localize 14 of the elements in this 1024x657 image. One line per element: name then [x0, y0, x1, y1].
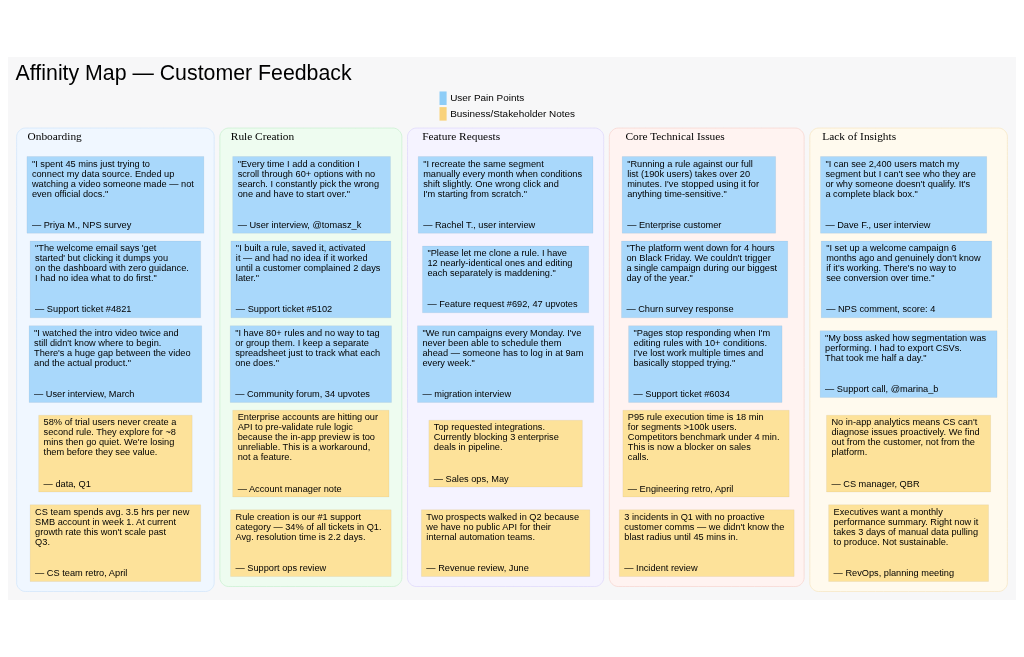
node-box: Two prospects walked in Q2 because we have no public API for their internal automation teams. — Revenue review, June [421, 509, 591, 577]
node-box: 58% of trial users never create a second rule. They explore for ~8 mins then go quiet. We're losing them before they see value. — data, Q1 [38, 414, 193, 493]
node-box: "I recreate the same segment manually every month when conditions shift slightly. One wrong click and I'm starting from scratch." — Rachel T., user interview [417, 156, 594, 234]
legend-label: Business/Stakeholder Notes [450, 107, 576, 119]
node-box: Rule creation is our #1 support category — 34% of all tickets in Q1. Avg. resolution time is 2.2 days. — Support ops review [230, 509, 392, 577]
node-box: "My boss asked how segmentation was performing. I had to export CSVs. That took me half a day." — Support call, @marina_b [819, 330, 998, 398]
node-box: 3 incidents in Q1 with no proactive customer comms — we didn't know the blast radius until 45 mins in. — Incident review [618, 509, 795, 577]
node-box: "We run campaigns every Monday. I've never been able to schedule them ahead — someone has to log in at 9am every week." — migration interview [417, 325, 595, 403]
node-box: "I have 80+ rules and no way to tag or group them. I keep a separate spreadsheet just to track what each one does." — Community forum, 34 upvotes [229, 325, 392, 403]
legend-label: User Pain Points [450, 91, 525, 103]
node-box: Executives want a monthly performance summary. Right now it takes 3 days of manual data pulling to produce. Not sustainable. — RevOps, planning meeting [828, 504, 989, 582]
node-box: Top requested integrations. Currently blocking 3 enterprise deals in pipeline. — Sales ops, May [428, 419, 583, 488]
node-box: CS team spends avg. 3.5 hrs per new SMB account in week 1. At current growth rate this won't scale past Q3. — CS team retro, April [29, 504, 202, 582]
diagram-title: Affinity Map — Customer Feedback [15, 60, 352, 85]
